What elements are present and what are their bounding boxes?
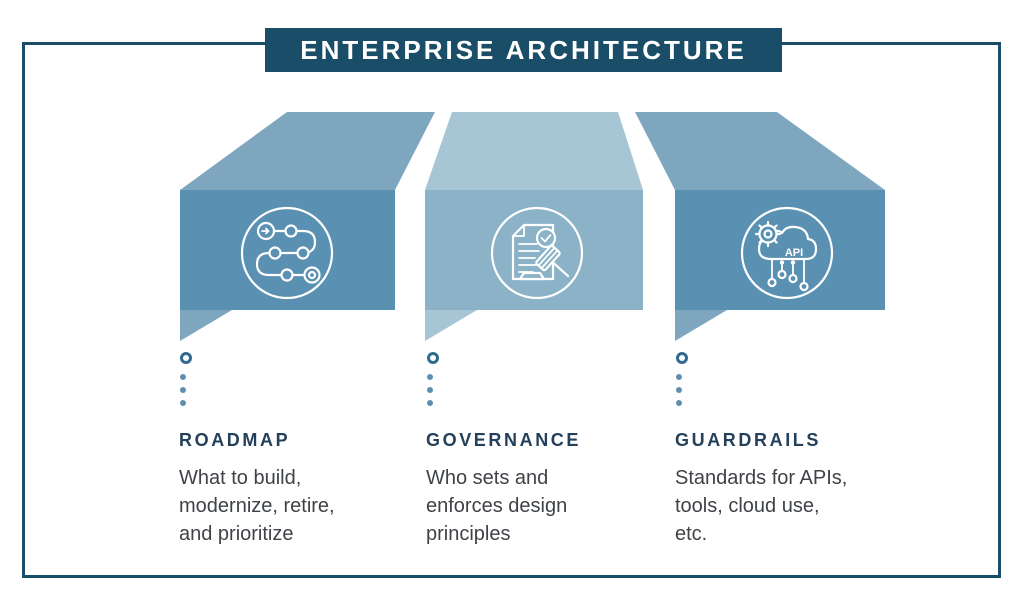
connector-dot <box>427 387 433 393</box>
description-line: principles <box>426 523 511 545</box>
connector-dot <box>180 387 186 393</box>
connector-dot <box>676 387 682 393</box>
roadmap-panel-top <box>180 112 435 190</box>
column-description: Who sets and enforces design principles <box>426 464 662 548</box>
connector-dots <box>427 352 662 413</box>
gear-glyph <box>754 220 782 248</box>
description-line: tools, cloud use, <box>675 495 820 517</box>
connector-dot <box>427 400 433 406</box>
connector-dots <box>676 352 911 413</box>
description-line: and prioritize <box>179 523 294 545</box>
connector-ring <box>427 352 439 364</box>
api-cloud-icon: API <box>740 206 834 300</box>
description-line: What to build, <box>179 467 302 489</box>
column-heading: GOVERNANCE <box>426 430 582 450</box>
guardrails-panel-top <box>635 112 885 190</box>
api-label: API <box>785 247 803 259</box>
connector-dot <box>180 374 186 380</box>
column-description: Standards for APIs, tools, cloud use, et… <box>675 464 911 548</box>
description-line: Standards for APIs, <box>675 467 848 489</box>
roadmap-path-icon <box>240 206 334 300</box>
column-heading: ROADMAP <box>179 430 291 450</box>
connector-ring <box>180 352 192 364</box>
page-title: ENTERPRISE ARCHITECTURE <box>300 34 747 65</box>
connector-dot <box>427 374 433 380</box>
title-banner: ENTERPRISE ARCHITECTURE <box>265 28 782 72</box>
column-governance: GOVERNANCE Who sets and enforces design … <box>426 352 662 548</box>
description-line: enforces design <box>426 495 568 517</box>
description-line: etc. <box>675 523 708 545</box>
governance-panel-top <box>425 112 643 190</box>
document-gavel-icon <box>490 206 584 300</box>
description-line: modernize, retire, <box>179 495 335 517</box>
connector-dot <box>676 374 682 380</box>
roadmap-panel-tail <box>180 310 232 341</box>
connector-ring <box>676 352 688 364</box>
governance-panel <box>425 112 643 341</box>
connector-dots <box>180 352 415 413</box>
roadmap-panel-front <box>180 190 395 310</box>
roadmap-panel <box>180 112 435 341</box>
guardrails-panel-tail <box>675 310 727 341</box>
guardrails-panel: API <box>635 112 885 341</box>
column-guardrails: GUARDRAILS Standards for APIs, tools, cl… <box>675 352 911 548</box>
description-line: Who sets and <box>426 467 549 489</box>
column-roadmap: ROADMAP What to build, modernize, retire… <box>179 352 415 548</box>
connector-dot <box>676 400 682 406</box>
connector-dot <box>180 400 186 406</box>
column-description: What to build, modernize, retire, and pr… <box>179 464 415 548</box>
governance-panel-tail <box>425 310 477 341</box>
column-heading: GUARDRAILS <box>675 430 821 450</box>
